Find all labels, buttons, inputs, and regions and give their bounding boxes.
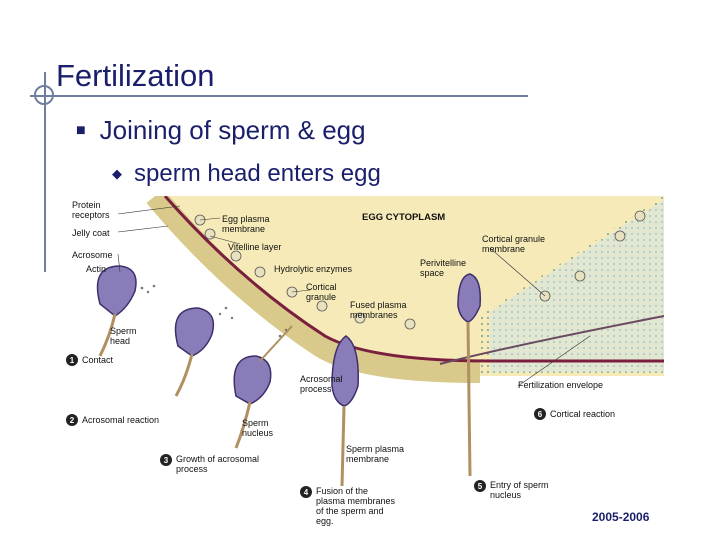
step-6-text: Cortical reaction xyxy=(550,409,615,419)
title-vertical-rule xyxy=(44,72,46,272)
label-leader-lines xyxy=(117,205,591,387)
step-4-text-1: Fusion of the xyxy=(316,486,368,496)
label-sperm-plasma-1: Sperm plasma xyxy=(346,444,404,454)
step-2-number: 2 xyxy=(70,416,75,425)
step-5-text-2: nucleus xyxy=(490,490,522,500)
step-4-text-2: plasma membranes xyxy=(316,496,396,506)
label-hydrolytic-enzymes: Hydrolytic enzymes xyxy=(274,264,353,274)
step-5-number: 5 xyxy=(478,482,483,491)
square-bullet-icon: ■ xyxy=(76,122,86,139)
step-3-number: 3 xyxy=(164,456,169,465)
label-actin: Actin xyxy=(86,264,106,274)
sperm-5 xyxy=(457,273,482,477)
label-sperm-head-1: Sperm xyxy=(110,326,137,336)
label-sperm-nucleus-2: nucleus xyxy=(242,428,274,438)
step-5-text-1: Entry of sperm xyxy=(490,480,549,490)
sperm-4 xyxy=(331,335,359,487)
step-3-text-2: process xyxy=(176,464,208,474)
cortical-tint xyxy=(490,200,664,372)
bullet-2-text: sperm head enters egg xyxy=(134,160,381,187)
label-vitelline-layer: Vitelline layer xyxy=(228,242,281,252)
label-cgm-2: membrane xyxy=(482,244,525,254)
label-acrosomal-process-2: process xyxy=(300,384,332,394)
label-acrosome: Acrosome xyxy=(72,250,113,260)
egg-plasma-membrane xyxy=(163,196,664,363)
bullet-level-2: ◆ sperm head enters egg xyxy=(112,160,381,188)
label-perivitelline-1: Perivitelline xyxy=(420,258,466,268)
diamond-bullet-icon: ◆ xyxy=(112,166,122,181)
label-fused-membranes-2: membranes xyxy=(350,310,398,320)
step-4-text-4: egg. xyxy=(316,516,334,526)
sperm-3 xyxy=(233,325,293,449)
crosshair-ornament xyxy=(34,85,54,105)
step-3: 3 Growth of acrosomal process xyxy=(160,454,259,474)
title-rule xyxy=(30,95,528,97)
step-4: 4 Fusion of the plasma membranes of the … xyxy=(300,486,396,526)
label-sperm-nucleus-1: Sperm xyxy=(242,418,269,428)
label-sperm-head-2: head xyxy=(110,336,130,346)
step-5: 5 Entry of sperm nucleus xyxy=(474,480,549,500)
label-egg-plasma-2: membrane xyxy=(222,224,265,234)
step-1: 1 Contact xyxy=(66,354,114,366)
label-cortical-granule-1: Cortical xyxy=(306,282,337,292)
step-2: 2 Acrosomal reaction xyxy=(66,414,159,426)
label-egg-plasma-1: Egg plasma xyxy=(222,214,270,224)
label-fertilization-envelope: Fertilization envelope xyxy=(518,380,603,390)
label-egg-cytoplasm: EGG CYTOPLASM xyxy=(362,212,445,223)
vitelline-layer xyxy=(146,196,481,383)
step-1-number: 1 xyxy=(70,356,75,365)
label-jelly-coat: Jelly coat xyxy=(72,228,110,238)
slide-footer-date: 2005-2006 xyxy=(592,510,650,524)
step-2-text: Acrosomal reaction xyxy=(82,415,159,425)
label-sperm-plasma-2: membrane xyxy=(346,454,389,464)
label-fused-membranes-1: Fused plasma xyxy=(350,300,407,310)
cortical-granules xyxy=(194,210,646,330)
fertilization-diagram: Protein receptors Jelly coat Acrosome Ac… xyxy=(66,196,665,526)
step-4-number: 4 xyxy=(304,488,309,497)
step-3-text-1: Growth of acrosomal xyxy=(176,454,259,464)
step-6: 6 Cortical reaction xyxy=(534,408,615,420)
bullet-level-1: ■ Joining of sperm & egg xyxy=(76,115,366,146)
label-perivitelline-2: space xyxy=(420,268,444,278)
label-cortical-granule-2: granule xyxy=(306,292,336,302)
sperm-1 xyxy=(96,265,137,357)
step-4-text-3: of the sperm and xyxy=(316,506,384,516)
step-6-number: 6 xyxy=(538,410,543,419)
label-acrosomal-process-1: Acrosomal xyxy=(300,374,343,384)
bullet-1-text: Joining of sperm & egg xyxy=(99,115,366,145)
label-protein-receptors-1: Protein xyxy=(72,200,101,210)
slide-title: Fertilization xyxy=(56,58,215,93)
label-cgm-1: Cortical granule xyxy=(482,234,545,244)
sperm-2 xyxy=(174,307,215,397)
hydrolytic-enzyme-particles xyxy=(140,284,288,338)
step-1-text: Contact xyxy=(82,355,114,365)
fertilization-envelope xyxy=(439,315,665,365)
label-protein-receptors-2: receptors xyxy=(72,210,110,220)
